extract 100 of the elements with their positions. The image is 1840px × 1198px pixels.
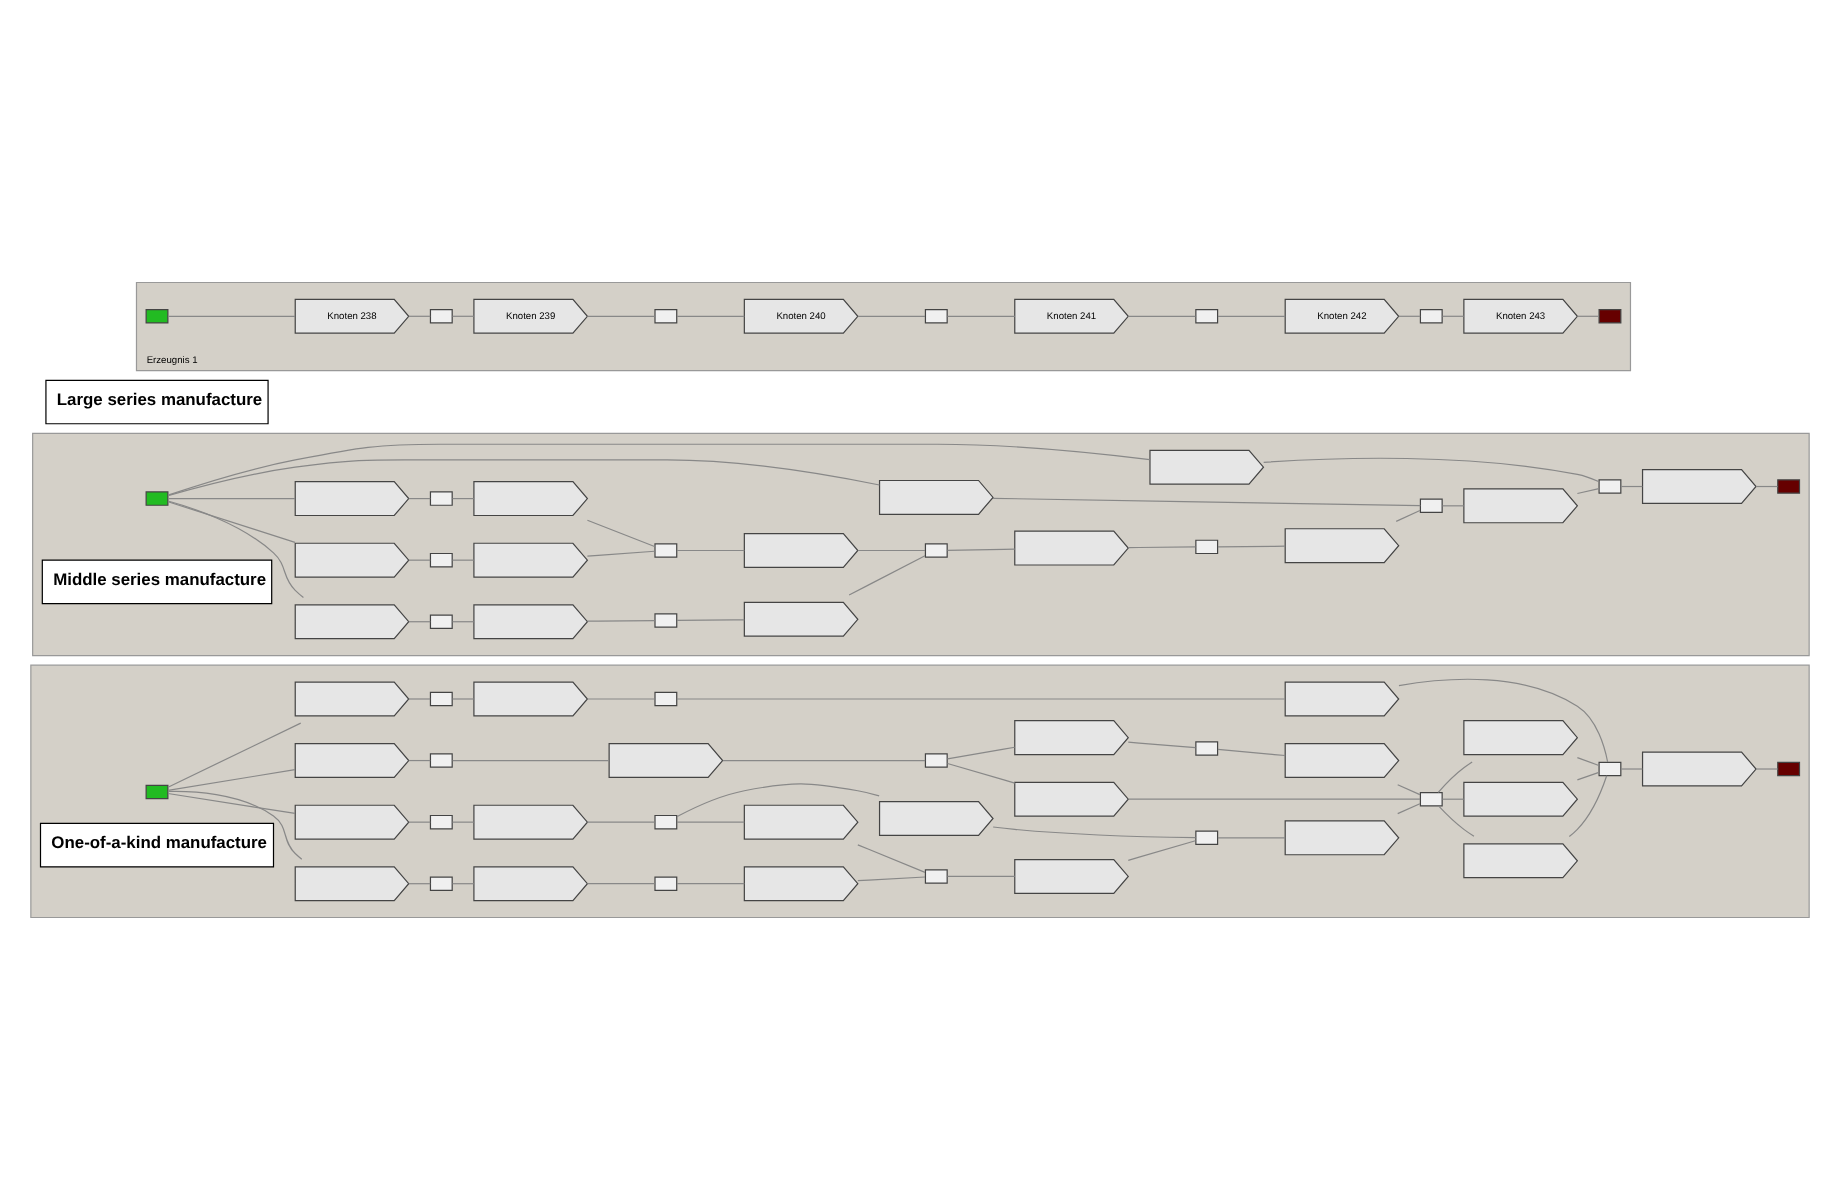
node-box [654, 690, 678, 706]
connector [1127, 797, 1421, 799]
node-box [1195, 829, 1219, 845]
connector [586, 882, 656, 884]
connector [167, 721, 302, 787]
node-pentagon [1641, 468, 1757, 504]
connector [586, 518, 656, 547]
node-box [1777, 760, 1801, 776]
node-pentagon [878, 800, 994, 836]
connector [1397, 802, 1421, 814]
connector [1441, 314, 1465, 316]
connector [451, 820, 475, 822]
connector [857, 875, 926, 881]
node-pentagon [1463, 719, 1579, 755]
node-pentagon [473, 603, 589, 639]
node-box [145, 490, 169, 505]
node-pentagon [473, 865, 589, 901]
connector [1620, 484, 1643, 487]
connector [408, 758, 431, 761]
connector [1127, 740, 1197, 748]
node-pentagon [294, 680, 410, 716]
node-pentagon [473, 803, 589, 839]
node-box [1419, 790, 1443, 806]
connector [167, 442, 1151, 495]
node-box [654, 308, 678, 323]
connector [451, 314, 475, 316]
node-box: One-of-a-kind manufacture [39, 821, 275, 867]
node-box [924, 542, 948, 557]
connector [1217, 836, 1286, 838]
node-pentagon [294, 603, 410, 639]
connector [408, 697, 431, 699]
connector [1397, 783, 1421, 795]
node-pentagon [1284, 742, 1400, 778]
node-box [1419, 308, 1443, 323]
connector [408, 314, 431, 316]
connector [408, 620, 431, 622]
connector [676, 697, 1286, 699]
node-box [429, 690, 453, 706]
connector [167, 500, 296, 542]
connector [1441, 797, 1465, 799]
connector [408, 497, 431, 499]
node-box [1195, 538, 1219, 554]
connector [857, 843, 926, 872]
node-pentagon [608, 742, 724, 778]
connector [676, 882, 745, 884]
connector [1398, 677, 1609, 762]
connector [1576, 487, 1600, 494]
node-box [654, 875, 678, 890]
connector [586, 820, 656, 822]
connector [586, 619, 656, 621]
node-pentagon [473, 541, 589, 577]
node-box [429, 613, 453, 628]
connector [857, 314, 926, 316]
connector [408, 820, 431, 822]
node-pentagon [1284, 527, 1400, 563]
node-box [429, 875, 453, 890]
node-box [429, 813, 453, 829]
connector [676, 548, 745, 551]
node-pentagon [1463, 487, 1579, 523]
node-pentagon [743, 803, 859, 839]
connector [586, 549, 656, 556]
connector [451, 497, 475, 499]
connector [676, 314, 745, 316]
connector [451, 620, 475, 622]
node-pentagon [743, 865, 859, 901]
connector [1127, 314, 1197, 316]
node-box [429, 752, 453, 767]
connector [167, 497, 296, 499]
connector [1755, 484, 1779, 487]
node-pentagon [1463, 842, 1579, 878]
node-box [1598, 308, 1622, 323]
node-box [1195, 308, 1219, 323]
node-pentagon [473, 480, 589, 516]
node-pentagon [1284, 680, 1400, 716]
connector [1437, 760, 1473, 792]
connector [1441, 504, 1465, 506]
connector [1620, 767, 1643, 769]
connector [1438, 804, 1475, 836]
node-pentagon [1014, 529, 1130, 565]
connector [167, 791, 296, 813]
node-box [1419, 497, 1443, 513]
connector [1576, 770, 1600, 780]
node-box [654, 542, 678, 557]
connector [1576, 314, 1600, 316]
connector [992, 496, 1421, 506]
node-pentagon [743, 532, 859, 567]
node-box [1777, 478, 1801, 493]
node-box [924, 752, 948, 767]
node-pentagon [1284, 819, 1400, 855]
node-pentagon [878, 478, 994, 514]
connector [586, 697, 656, 699]
node-box [924, 308, 948, 323]
node-pentagon [743, 600, 859, 636]
cluster [30, 663, 1810, 918]
node-pentagon [1014, 780, 1130, 816]
connector [946, 547, 1016, 550]
connector [408, 558, 431, 560]
node-box [654, 813, 678, 829]
node-pentagon [1149, 448, 1265, 484]
connector [167, 458, 881, 496]
